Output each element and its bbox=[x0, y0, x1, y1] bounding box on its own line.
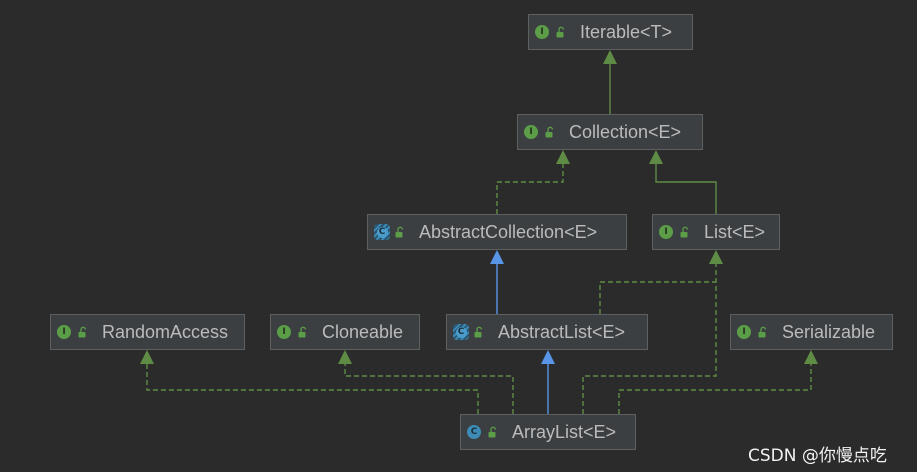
node-serializable[interactable]: I Serializable bbox=[730, 314, 893, 350]
edge-arraylist-to-serializable bbox=[618, 363, 812, 414]
public-lock-icon bbox=[78, 326, 87, 338]
abstract-class-icon-glyph: C bbox=[376, 226, 388, 238]
edge-abstractlist-to-list bbox=[599, 281, 716, 314]
class-icon: C bbox=[467, 425, 481, 439]
abstract-class-icon: C bbox=[453, 324, 469, 340]
abstract-class-icon-glyph: C bbox=[455, 326, 467, 338]
watermark: CSDN @你慢点吃 bbox=[748, 446, 887, 466]
public-lock-icon bbox=[680, 226, 689, 238]
node-list[interactable]: I List<E> bbox=[652, 214, 780, 250]
node-random-access[interactable]: I RandomAccess bbox=[50, 314, 245, 350]
edge-list-to-collection bbox=[655, 163, 717, 214]
arrowhead-randomaccess bbox=[140, 350, 154, 364]
node-label: AbstractCollection<E> bbox=[419, 221, 598, 242]
edge-arraylist-to-randomaccess bbox=[146, 363, 479, 414]
node-abstract-collection[interactable]: C AbstractCollection<E> bbox=[367, 214, 627, 250]
interface-icon: I bbox=[524, 125, 538, 139]
node-label: Collection<E> bbox=[569, 121, 682, 142]
arrowhead-iterable bbox=[603, 50, 617, 64]
edge-arraylist-to-cloneable bbox=[344, 363, 514, 414]
arrowhead-list bbox=[709, 250, 723, 264]
node-iterable[interactable]: I Iterable<T> bbox=[528, 14, 693, 50]
arrowhead-cloneable bbox=[338, 350, 352, 364]
node-array-list[interactable]: C ArrayList<E> bbox=[460, 414, 636, 450]
node-label: ArrayList<E> bbox=[512, 421, 617, 442]
node-abstract-list[interactable]: C AbstractList<E> bbox=[446, 314, 648, 350]
node-label: List<E> bbox=[704, 221, 766, 242]
node-collection[interactable]: I Collection<E> bbox=[517, 114, 703, 150]
node-label: RandomAccess bbox=[102, 321, 229, 342]
public-lock-icon bbox=[545, 126, 554, 138]
arrowhead-abstractcollection bbox=[490, 250, 504, 264]
edge-abstractcollection-to-collection bbox=[496, 163, 564, 214]
node-label: Iterable<T> bbox=[580, 21, 673, 42]
abstract-class-icon: C bbox=[374, 224, 390, 240]
interface-icon: I bbox=[659, 225, 673, 239]
public-lock-icon bbox=[395, 226, 404, 238]
node-label: AbstractList<E> bbox=[498, 321, 626, 342]
interface-icon: I bbox=[277, 325, 291, 339]
public-lock-icon bbox=[556, 26, 565, 38]
node-label: Cloneable bbox=[322, 321, 404, 342]
public-lock-icon bbox=[474, 326, 483, 338]
arrowhead-serializable bbox=[804, 350, 818, 364]
arrowhead-abstractlist bbox=[541, 350, 555, 364]
arrowhead-collection-left bbox=[556, 150, 570, 164]
interface-icon: I bbox=[535, 25, 549, 39]
node-label: Serializable bbox=[782, 321, 876, 342]
edge-arraylist-to-list bbox=[582, 263, 717, 414]
public-lock-icon bbox=[758, 326, 767, 338]
public-lock-icon bbox=[488, 426, 497, 438]
public-lock-icon bbox=[298, 326, 307, 338]
arrowhead-collection-right bbox=[649, 150, 663, 164]
interface-icon: I bbox=[737, 325, 751, 339]
node-cloneable[interactable]: I Cloneable bbox=[270, 314, 420, 350]
interface-icon: I bbox=[57, 325, 71, 339]
